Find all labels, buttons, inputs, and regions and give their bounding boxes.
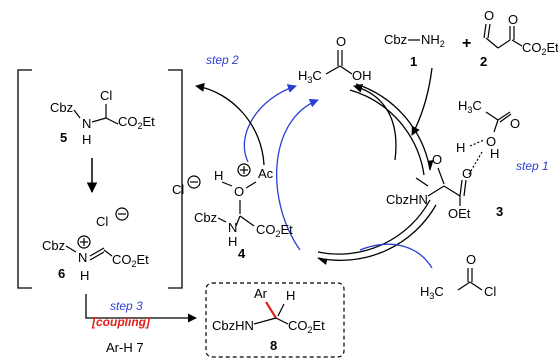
step-1-label: step 1 [516,159,549,173]
compound-5: Cl Cbz N H CO2Et 5 [50,88,155,147]
step-2-label: step 2 [206,53,239,67]
svg-text:H: H [286,288,295,303]
acetic-acid: O H3C OH [298,34,372,85]
svg-text:H: H [228,234,237,249]
svg-text:OEt: OEt [448,206,471,221]
svg-text:H3C: H3C [298,68,322,85]
svg-text:O: O [336,34,346,49]
svg-text:CO2Et: CO2Et [522,40,558,57]
svg-text:Cbz: Cbz [194,210,217,225]
coupling-label: [coupling] [91,315,151,329]
svg-text:Cl: Cl [172,182,184,197]
compound-3: H3C O O H H O CbzHN O OEt 3 [386,98,520,221]
compound-7-label: Ar-H 7 [106,340,144,355]
svg-text:N: N [78,250,87,265]
svg-text:8: 8 [270,338,277,353]
svg-text:O: O [234,184,244,199]
svg-text:CbzHN: CbzHN [212,318,254,333]
svg-text:H: H [456,140,465,155]
arrow-step-3 [85,294,197,323]
left-brackets [17,69,183,289]
svg-text:Ac: Ac [258,166,274,181]
svg-text:Cl: Cl [96,214,108,229]
catalytic-cycle [316,83,437,266]
compound-6: Cl Cbz N H CO2Et 6 [42,207,149,283]
svg-text:O: O [486,134,496,149]
svg-text:O: O [484,8,494,23]
svg-text:O: O [432,152,442,167]
svg-text:CO2Et: CO2Et [112,252,149,269]
svg-text:OH: OH [352,68,372,83]
blue-arrow-4-to-acid [243,84,297,163]
svg-text:Cl: Cl [484,284,496,299]
svg-text:3: 3 [496,204,503,219]
arrow-step-2 [195,82,265,166]
svg-text:Cbz: Cbz [42,238,65,253]
svg-text:H3C: H3C [458,98,482,115]
svg-text:O: O [462,166,472,181]
svg-text:4: 4 [238,246,246,261]
svg-text:NH2: NH2 [421,32,445,49]
arrow-reactant-1-in [411,67,433,136]
svg-text:H: H [80,268,89,283]
svg-text:N: N [82,116,91,131]
svg-text:O: O [508,12,518,27]
compound-8: Ar H CbzHN CO2Et 8 [212,286,325,353]
svg-text:CO2Et: CO2Et [288,318,325,335]
acetyl-chloride: O H3C Cl [420,252,496,301]
svg-text:CbzHN: CbzHN [386,192,428,207]
svg-text:H: H [82,132,91,147]
svg-text:H: H [490,146,499,161]
svg-text:2: 2 [480,54,487,69]
blue-arrow-4-to-cycle [275,98,319,251]
return-arrow-to-acid [353,83,397,161]
compound-2: O O CO2Et 2 [480,8,558,69]
plus-sign: + [462,35,471,52]
svg-text:Cbz: Cbz [50,100,73,115]
step-3-label: step 3 [110,299,143,313]
svg-text:Cbz: Cbz [384,32,407,47]
svg-text:O: O [510,116,520,131]
svg-text:5: 5 [60,130,67,145]
svg-text:H: H [214,168,223,183]
svg-text:6: 6 [58,266,65,281]
svg-text:O: O [466,252,476,267]
arrow-acetyl-chloride-in [359,243,433,269]
svg-text:H3C: H3C [420,284,444,301]
compound-1: Cbz NH2 1 [384,32,445,69]
compound-4: Cl H Ac O Cbz N H CO2Et 4 [172,163,293,261]
product-8-box [205,282,345,358]
svg-text:CO2Et: CO2Et [256,222,293,239]
svg-text:CO2Et: CO2Et [118,114,155,131]
svg-text:N: N [228,220,237,235]
svg-text:1: 1 [410,54,417,69]
svg-text:Cl: Cl [100,88,112,103]
svg-text:Ar: Ar [254,286,268,301]
